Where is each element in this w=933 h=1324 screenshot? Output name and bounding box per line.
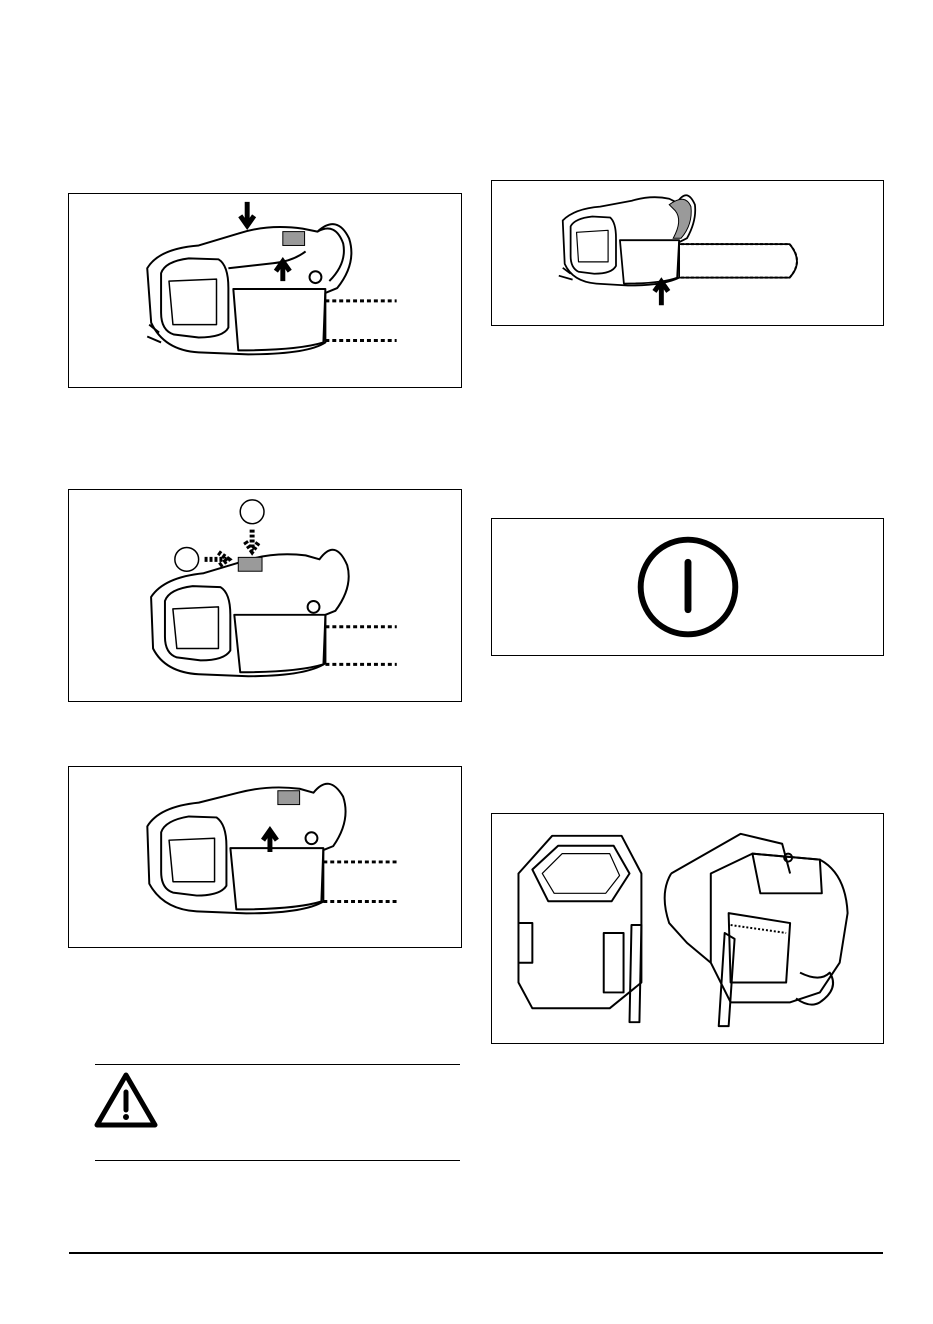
callout-circle [240, 500, 264, 524]
figure-chainsaw-brake-steps [68, 489, 462, 702]
warning-top-rule [95, 1064, 460, 1065]
figure-battery-removal [491, 813, 884, 1044]
figure-power-button [491, 518, 884, 656]
callout-circle [175, 547, 199, 571]
figure-chainsaw-guard-press [68, 193, 462, 388]
chainsaw-arrows-down-up-icon [69, 194, 461, 387]
warning-triangle-icon [94, 1072, 158, 1128]
power-button-icon [492, 519, 883, 655]
warning-bottom-rule [95, 1160, 460, 1161]
figure-chainsaw-side-view [491, 180, 884, 326]
chainsaw-side-view-arrow-icon [492, 181, 883, 325]
chainsaw-arrow-up-icon [69, 767, 461, 947]
footer-rule [69, 1252, 883, 1254]
battery-removal-icon [492, 814, 883, 1043]
chainsaw-numbered-arrows-icon [69, 490, 461, 701]
figure-chainsaw-guard-release [68, 766, 462, 948]
